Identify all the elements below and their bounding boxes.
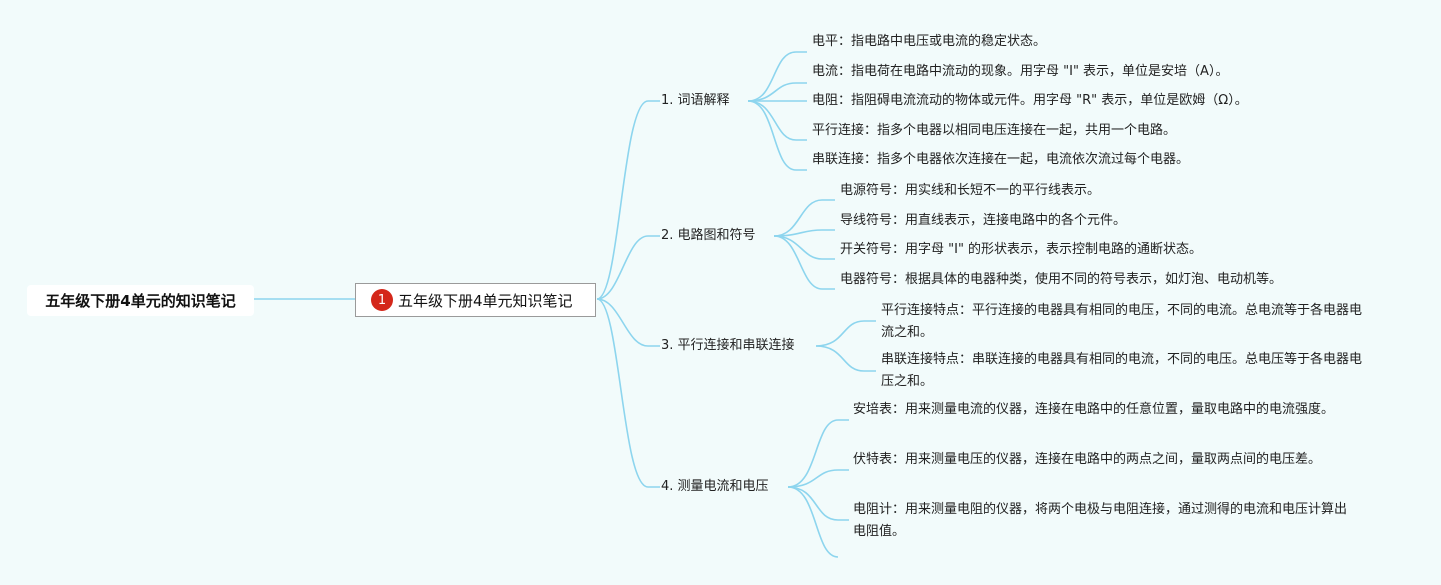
branch-connector-1 [596,100,660,300]
branch-1-label[interactable]: 1. 词语解释 [661,93,730,108]
leaf-1-4[interactable]: 平行连接：指多个电器以相同电压连接在一起，共用一个电路。 [812,123,1177,138]
leaf-connector-4-1 [787,419,849,488]
leaf-1-5[interactable]: 串联连接：指多个电器依次连接在一起，电流依次流过每个电器。 [812,152,1190,167]
branch-2-label[interactable]: 2. 电路图和符号 [661,228,756,243]
leaf-1-3[interactable]: 电阻：指阻碍电流流动的物体或元件。用字母 "R" 表示，单位是欧姆（Ω）。 [812,93,1248,108]
leaf-connector-1-1 [747,51,807,102]
root-title: 五年级下册4单元的知识笔记 [45,292,236,310]
leaf-2-4[interactable]: 电器符号：根据具体的电器种类，使用不同的符号表示，如灯泡、电动机等。 [840,272,1283,287]
branch-connector-2 [596,235,660,300]
root-node[interactable]: 五年级下册4单元的知识笔记 [27,285,254,316]
leaf-connector-1-5 [747,100,807,171]
branch-4-label[interactable]: 4. 测量电流和电压 [661,479,769,494]
leaf-connector-2-4 [773,235,835,290]
leaf-connector-1-4 [747,100,807,141]
leaf-4-3[interactable]: 电阻计：用来测量电阻的仪器，将两个电极与电阻连接，通过测得的电流和电压计算出电阻… [853,502,1348,539]
leaf-connector-3-2 [815,345,876,372]
leaf-2-3[interactable]: 开关符号：用字母 "I" 的形状表示，表示控制电路的通断状态。 [840,242,1203,257]
leaf-connector-3-1 [815,320,876,347]
branch-3-label[interactable]: 3. 平行连接和串联连接 [661,338,795,353]
leaf-connector-2-1 [773,199,835,237]
branch-connector-3 [596,298,660,347]
leaf-connector-4-3 [787,486,849,521]
leaf-connector-4-4 [787,486,839,558]
leaf-connector-2-3 [773,235,835,260]
leaf-4-2[interactable]: 伏特表：用来测量电压的仪器，连接在电路中的两点之间，量取两点间的电压差。 [853,452,1322,467]
leaf-3-1[interactable]: 平行连接特点：平行连接的电器具有相同的电压，不同的电流。总电流等于各电器电流之和… [881,303,1363,340]
leaf-1-1[interactable]: 电平：指电路中电压或电流的稳定状态。 [812,34,1047,49]
priority-badge: 1 [371,289,393,311]
leaf-connector-2-2 [773,229,835,237]
leaf-3-2[interactable]: 串联连接特点：串联连接的电器具有相同的电流，不同的电压。总电压等于各电器电压之和… [881,352,1363,389]
branch-connector-4 [596,298,660,488]
leaf-2-2[interactable]: 导线符号：用直线表示，连接电路中的各个元件。 [840,213,1127,228]
leaf-1-2[interactable]: 电流：指电荷在电路中流动的现象。用字母 "I" 表示，单位是安培（A）。 [812,64,1229,79]
leaf-connector-4-2 [787,469,849,488]
leaf-4-1[interactable]: 安培表：用来测量电流的仪器，连接在电路中的任意位置，量取电路中的电流强度。 [853,402,1335,417]
leaf-2-1[interactable]: 电源符号：用实线和长短不一的平行线表示。 [840,183,1101,198]
central-topic[interactable]: 1 五年级下册4单元知识笔记 [355,283,596,317]
central-topic-title: 五年级下册4单元知识笔记 [398,291,573,310]
